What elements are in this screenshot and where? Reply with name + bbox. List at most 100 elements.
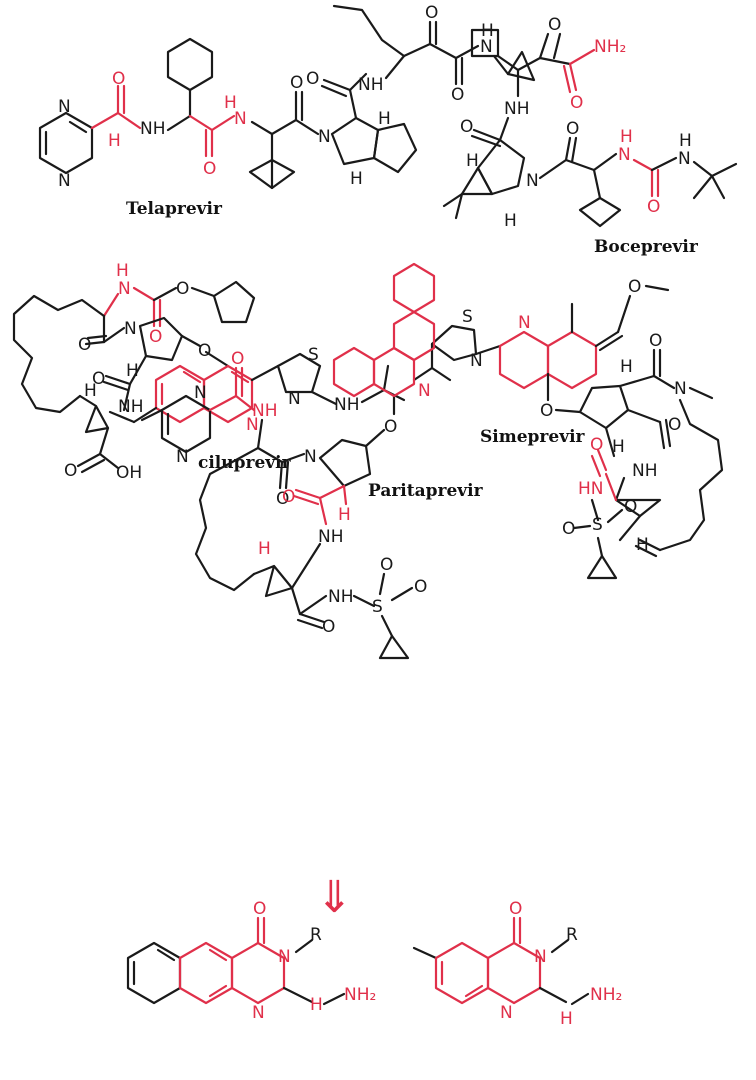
atom-h: H [350, 169, 363, 189]
atom-o: O [149, 327, 162, 347]
atom-n: N [58, 171, 71, 191]
atom-o: O [290, 73, 303, 93]
bicyclic-proline-ring [476, 138, 526, 196]
atom-n: N [304, 447, 317, 467]
atom-o: O [112, 69, 125, 89]
atom-o: O [231, 349, 244, 369]
phenanthridine-ring-b [332, 346, 376, 398]
atom-o: O [425, 3, 438, 23]
atom-o: O [414, 577, 427, 597]
atom-oh: OH [116, 463, 142, 483]
atom-o: O [203, 159, 216, 179]
atom-o: O [276, 489, 289, 509]
atom-o: O [380, 555, 393, 575]
thiazole-ring [430, 324, 478, 362]
atom-h: H [224, 93, 237, 113]
atom-o: O [306, 69, 319, 89]
telaprevir-label: Telaprevir [126, 199, 223, 219]
atom-n: N [194, 383, 207, 403]
benzene-ring [434, 941, 490, 1005]
cyclopropane-ring [586, 554, 618, 580]
cyclohexane-ring [166, 37, 214, 92]
atom-o: O [624, 497, 637, 517]
atom-nh2: NH₂ [594, 37, 626, 57]
atom-n: N [518, 313, 531, 333]
atom-o: O [451, 85, 464, 105]
cyclopropane-ring [506, 50, 536, 82]
atom-n: N [480, 37, 493, 57]
atom-o: O [176, 279, 189, 299]
atom-o: O [566, 119, 579, 139]
cyclopropane-ring [378, 634, 410, 660]
atom-h: H [378, 109, 391, 129]
atom-n: N [278, 947, 291, 967]
atom-n: N [678, 149, 691, 169]
atom-o: O [628, 277, 641, 297]
atom-o: O [322, 617, 335, 637]
atom-nh2: NH₂ [344, 985, 376, 1005]
atom-h: H [679, 131, 692, 151]
phenanthridine-ring-c [392, 310, 436, 362]
atom-nh: NH [318, 527, 344, 547]
atom-n: N [58, 97, 71, 117]
atom-nh: NH [140, 119, 166, 139]
atom-o: O [647, 197, 660, 217]
atom-o: O [384, 417, 397, 437]
simeprevir-label: Simeprevir [480, 427, 586, 447]
atom-o: O [540, 401, 553, 421]
atom-n: N [618, 145, 631, 165]
atom-nh: NH [334, 395, 360, 415]
quinoline-ring-b [546, 330, 598, 390]
atom-nh: H [560, 1009, 573, 1029]
phenanthridine-ring-d [392, 262, 436, 314]
boceprevir-label: Boceprevir [594, 237, 699, 257]
atom-r: R [566, 925, 578, 945]
atom-o: O [64, 461, 77, 481]
atom-nh: NH [504, 99, 530, 119]
atom-n: N [234, 109, 247, 129]
paritaprevir-label: Paritaprevir [368, 481, 484, 501]
atom-o: O [649, 331, 662, 351]
quinoline-ring-a [498, 330, 550, 390]
quinazolinone-hydrazinyl-structure: O N N R H NH₂ [412, 899, 622, 1029]
atom-o: O [590, 435, 603, 455]
atom-o: O [198, 341, 211, 361]
cyclopentane-ring [212, 280, 256, 324]
atom-h: H [620, 357, 633, 377]
cyclopentane-ring [578, 384, 630, 430]
atom-s: S [308, 345, 319, 365]
atom-h: H [108, 131, 121, 151]
naphthalene-ring [178, 941, 234, 1005]
telaprevir-structure: N N O H NH O H N O N H H [38, 3, 536, 219]
pyrimidinone-ring [230, 941, 286, 1005]
atom-nh: NH [358, 75, 384, 95]
thiazole-ring [276, 352, 322, 394]
atom-o: O [668, 415, 681, 435]
atom-n: N [124, 319, 137, 339]
atom-n: N [674, 379, 687, 399]
atom-n: N [176, 447, 189, 467]
atom-nh2: NH₂ [590, 985, 622, 1005]
atom-o: O [562, 519, 575, 539]
atom-o: O [282, 487, 295, 507]
atom-n: N [318, 127, 331, 147]
atom-h: H [116, 261, 129, 281]
atom-n: N [288, 389, 301, 409]
ciluprevir-structure: H N O O O N O H O NH H O OH [12, 261, 406, 483]
atom-o: O [78, 335, 91, 355]
pyrazine-ring [160, 394, 212, 454]
atom-r: R [310, 925, 322, 945]
atom-n: N [500, 1003, 513, 1023]
atom-o: O [253, 899, 266, 919]
atom-nh: H [310, 995, 323, 1015]
quinoline-ring-a [202, 364, 254, 424]
pyrimidinone-ring [486, 941, 542, 1005]
pyrrolidine-ring [330, 116, 380, 166]
atom-n: N [252, 1003, 265, 1023]
simeprevir-structure: S N N O O H H O N O NH H [412, 277, 724, 580]
atom-n: N [526, 171, 539, 191]
atom-h: H [338, 505, 351, 525]
benzoquinazolinone-hydrazinyl-structure: O N N R H NH₂ [126, 899, 376, 1023]
atom-o: O [570, 93, 583, 113]
